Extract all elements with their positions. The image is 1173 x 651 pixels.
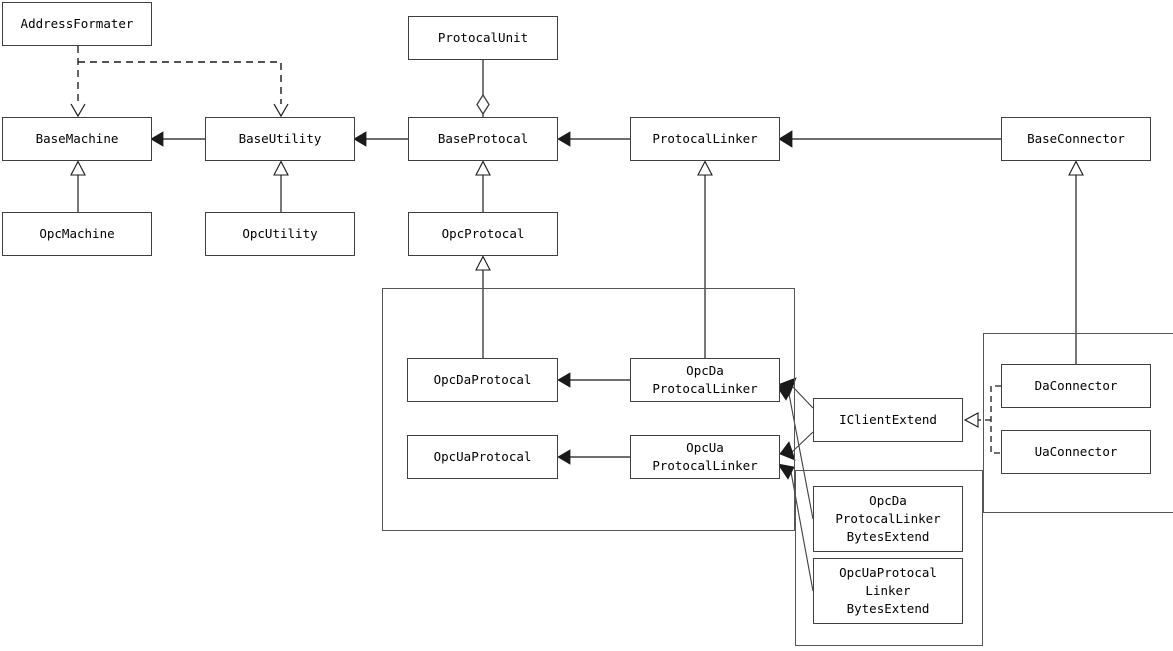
class-base-protocal[interactable]: BaseProtocal — [408, 117, 558, 161]
opc-da-linker-to-opc-da-protocal — [557, 372, 630, 388]
class-opc-da-protocal-linker[interactable]: OpcDa ProtocalLinker — [630, 358, 780, 402]
class-opc-ua-protocal-linker-bytes-extend[interactable]: OpcUaProtocal Linker BytesExtend — [813, 558, 963, 624]
base-protocal-to-base-utility — [353, 131, 408, 147]
class-opc-ua-protocal-linker[interactable]: OpcUa ProtocalLinker — [630, 435, 780, 479]
group-protocal-package — [382, 288, 795, 531]
opc-ua-linker-to-opc-ua-protocal — [557, 449, 630, 465]
interface-iclient-extend[interactable]: IClientExtend — [813, 398, 963, 442]
base-connector-to-protocal-linker — [778, 130, 1001, 148]
opc-machine-to-base-machine — [70, 160, 86, 212]
protocal-linker-to-base-protocal — [557, 131, 630, 147]
class-opc-ua-protocal[interactable]: OpcUaProtocal — [407, 435, 558, 479]
opc-utility-to-base-utility — [273, 160, 289, 212]
class-da-connector[interactable]: DaConnector — [1001, 364, 1151, 408]
class-opc-machine[interactable]: OpcMachine — [2, 212, 152, 256]
address-formater-to-base-utility — [78, 61, 289, 118]
class-opc-utility[interactable]: OpcUtility — [205, 212, 355, 256]
da-connector-to-base-connector — [1068, 160, 1084, 364]
group-connector-package — [983, 333, 1173, 513]
class-base-utility[interactable]: BaseUtility — [205, 117, 355, 161]
da-connector-to-iclient-extend — [963, 385, 1001, 454]
base-utility-to-base-machine — [150, 131, 205, 147]
class-base-machine[interactable]: BaseMachine — [2, 117, 152, 161]
address-formater-to-base-machine — [70, 46, 86, 118]
class-protocal-unit[interactable]: ProtocalUnit — [408, 16, 558, 60]
da-bytes-extend-to-opc-da-linker — [775, 384, 814, 520]
opc-da-protocal-to-opc-protocal — [475, 255, 491, 358]
opc-protocal-to-base-protocal — [475, 160, 491, 212]
class-base-connector[interactable]: BaseConnector — [1001, 117, 1151, 161]
group-extend-package — [795, 470, 983, 646]
class-protocal-linker[interactable]: ProtocalLinker — [630, 117, 780, 161]
class-opc-protocal[interactable]: OpcProtocal — [408, 212, 558, 256]
opc-da-linker-to-protocal-linker — [697, 160, 713, 358]
iclient-extend-to-opc-ua-linker — [779, 431, 814, 461]
class-ua-connector[interactable]: UaConnector — [1001, 430, 1151, 474]
class-address-formater[interactable]: AddressFormater — [2, 2, 152, 46]
protocal-unit-to-base-protocal — [476, 60, 490, 117]
class-opc-da-protocal[interactable]: OpcDaProtocal — [407, 358, 558, 402]
class-opc-da-protocal-linker-bytes-extend[interactable]: OpcDa ProtocalLinker BytesExtend — [813, 486, 963, 552]
